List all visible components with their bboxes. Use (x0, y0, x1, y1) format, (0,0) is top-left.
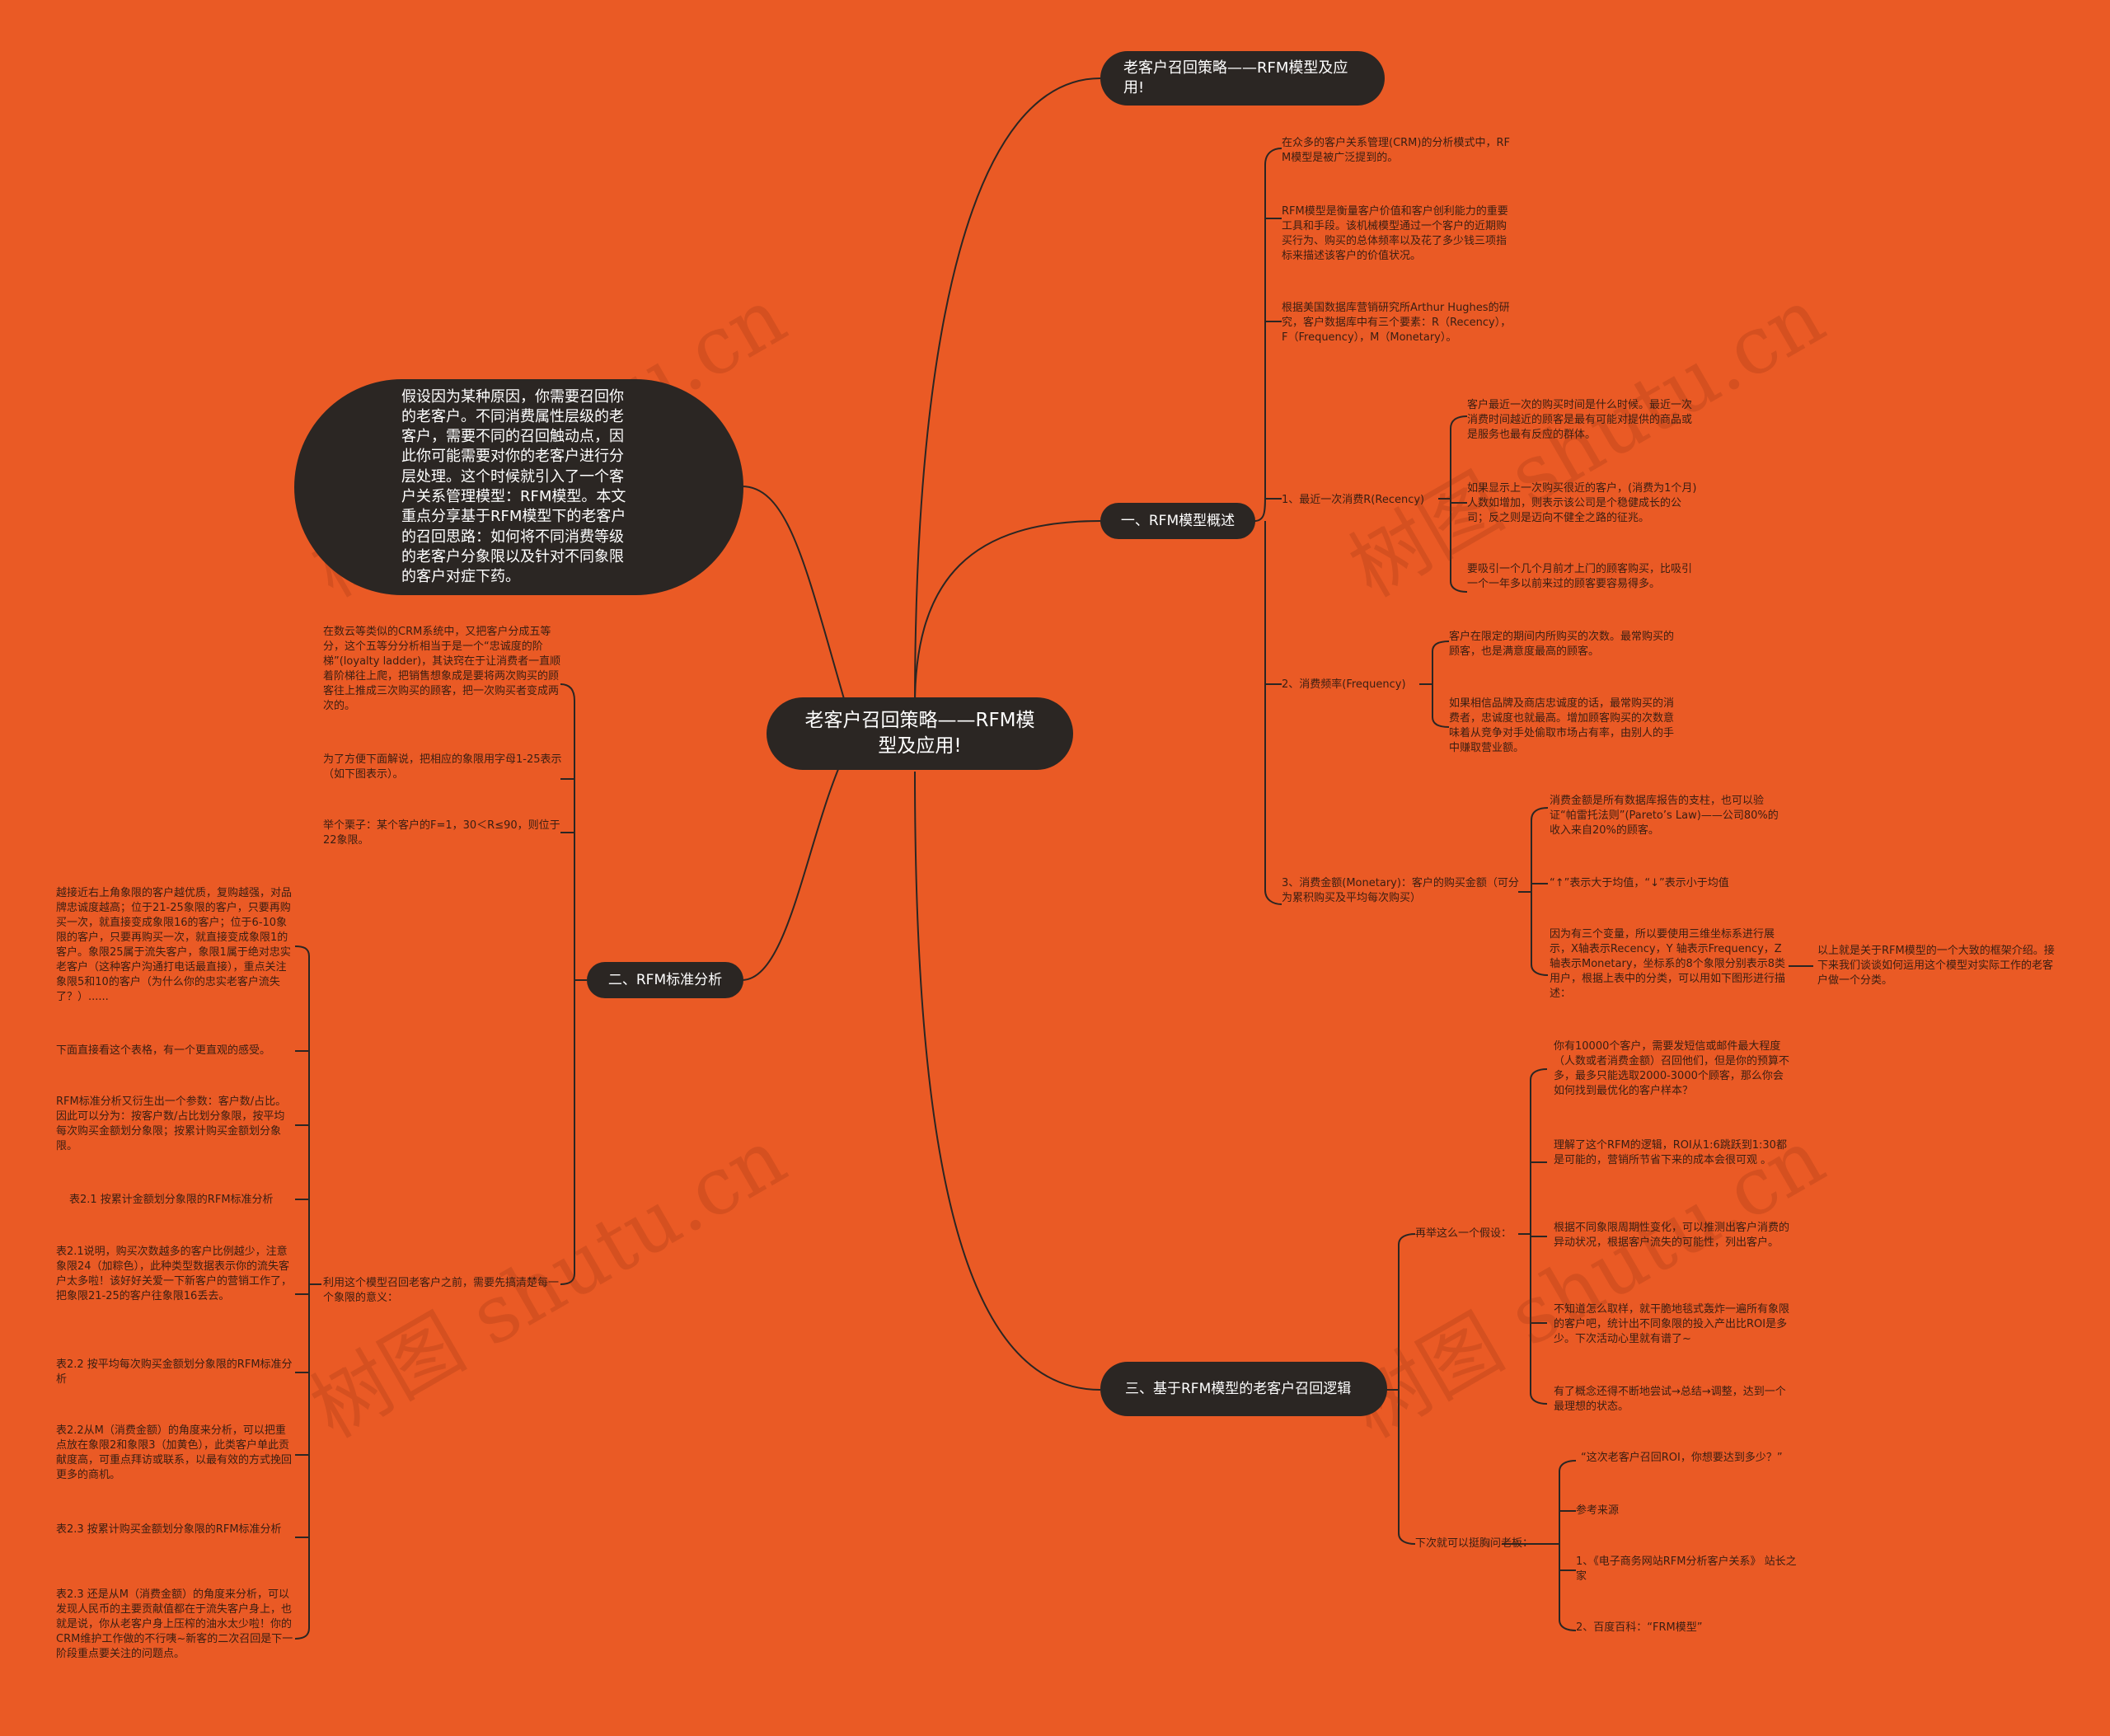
frequency-item: 如果相信品牌及商店忠诚度的话，最常购买的消费者，忠诚度也就最高。增加顾客购买的次… (1449, 697, 1675, 754)
ask-label: 下次就可以挺胸问老板： (1415, 1537, 1534, 1550)
ask-item: 参考来源 (1576, 1504, 1620, 1517)
edge-root-section3 (914, 771, 1101, 1391)
section1-item: RFM模型是衡量客户价值和客户创利能力的重要工具和手段。该机械模型通过一个客户的… (1282, 205, 1508, 262)
section2-sub-item: 下面直接看这个表格，有一个更直观的感受。 (56, 1044, 271, 1057)
intro-node[interactable]: 假设因为某种原因，你需要召回你的老客户。不同消费属性层级的老客户，需要不同的召回… (294, 379, 743, 595)
monetary-item: 因为有三个变量，所以要使用三维坐标系进行展示，X轴表示Recency，Y 轴表示… (1550, 928, 1786, 1000)
monetary-item: “↑”表示大于均值，“↓”表示小于均值 (1550, 877, 1729, 889)
monetary-item: 消费金额是所有数据库报告的支柱，也可以验证“帕雷托法则”(Pareto’s La… (1550, 795, 1779, 837)
ask-item: “这次老客户召回ROI，你想要达到多少？” (1581, 1452, 1783, 1464)
frequency-label: 2、消费频率(Frequency) (1282, 678, 1406, 691)
hypo-item: 你有10000个客户，需要发短信或邮件最大程度（人数或者消费金额）召回他们，但是… (1554, 1040, 1790, 1097)
section1-item: 根据美国数据库营销研究所Arthur Hughes的研究，客户数据库中有三个要素… (1282, 302, 1512, 344)
section2-sub-item: 表2.2 按平均每次购买金额划分象限的RFM标准分析 (56, 1358, 293, 1386)
edge-s1-bracket (1254, 148, 1282, 522)
hypo-item: 有了概念还得不断地尝试→总结→调整，达到一个最理想的状态。 (1554, 1386, 1786, 1413)
section2-sub-item: 表2.2从M（消费金额）的角度来分析，可以把重点放在象限2和象限3（加黄色），此… (56, 1424, 293, 1481)
root-title: 老客户召回策略——RFM模型及应用! (804, 709, 1035, 757)
hypo-item: 不知道怎么取样，就干脆地毯式轰炸一遍所有象限的客户吧，统计出不同象限的投入产出比… (1554, 1303, 1790, 1345)
recency-item: 要吸引一个几个月前才上门的顾客购买，比吸引一个一年多以前来过的顾客要容易得多。 (1467, 563, 1693, 590)
section1-node[interactable]: 一、RFM模型概述 (1100, 503, 1255, 539)
section2-sub-item: RFM标准分析又衍生出一个参数：客户数/占比。因此可以分为：按客户数/占比划分象… (56, 1096, 287, 1152)
recency-item: 客户最近一次的购买时间是什么时候。最近一次消费时间越近的顾客是最有可能对提供的商… (1467, 399, 1693, 441)
recency-label: 1、最近一次消费R(Recency) (1282, 494, 1425, 506)
hypo-item: 理解了这个RFM的逻辑，ROI从1:6跳跃到1:30都是可能的，营销所节省下来的… (1554, 1139, 1787, 1166)
ask-item: 2、百度百科：“FRM模型” (1576, 1621, 1703, 1634)
edge-root-section1 (914, 520, 1101, 706)
hypo-label: 再举这么一个假设： (1415, 1227, 1512, 1240)
ask-item: 1、《电子商务网站RFM分析客户关系》 站长之家 (1576, 1555, 1797, 1583)
top-node-title: 老客户召回策略——RFM模型及应用! (1123, 59, 1348, 96)
section2-sub-item: 表2.3 还是从M（消费金额）的角度来分析，可以发现人民币的主要贡献值都在于流失… (56, 1588, 293, 1660)
section2-node[interactable]: 二、RFM标准分析 (587, 962, 743, 998)
hypo-item: 根据不同象限周期性变化，可以推测出客户消费的异动状况，根据客户流失的可能性，列出… (1554, 1222, 1790, 1249)
section2-item: 为了方便下面解说，把相应的象限用字母1-25表示（如下图表示）。 (323, 753, 562, 781)
section2-item: 在数云等类似的CRM系统中，又把客户分成五等分，这个五等分分析相当于是一个“忠诚… (323, 626, 561, 712)
section2-title: 二、RFM标准分析 (607, 971, 723, 988)
section3-title: 三、基于RFM模型的老客户召回逻辑 (1125, 1380, 1352, 1397)
section1-title: 一、RFM模型概述 (1120, 512, 1236, 529)
monetary-extra: 以上就是关于RFM模型的一个大致的框架介绍。接下来我们谈谈如何运用这个模型对实际… (1817, 945, 2055, 987)
edge-root-top (914, 77, 1101, 706)
edge-root-section2 (741, 741, 851, 981)
section2-item: 举个栗子：某个客户的F=1，30＜R≤90，则位于22象限。 (323, 819, 560, 847)
monetary-label: 3、消费金额(Monetary)：客户的购买金额（可分为累积购买及平均每次购买） (1282, 877, 1519, 904)
root-node[interactable]: 老客户召回策略——RFM模型及应用! (767, 697, 1073, 770)
section2-sub-item: 表2.1说明，购买次数越多的客户比例越少，注意象限24（加粽色），此种类型数据表… (56, 1246, 293, 1302)
section1-item: 在众多的客户关系管理(CRM)的分析模式中，RFM模型是被广泛提到的。 (1282, 137, 1510, 164)
section2-sub-item: 表2.1 按累计金额划分象限的RFM标准分析 (69, 1194, 274, 1206)
section2-sub-item: 越接近右上角象限的客户越优质，复购越强，对品牌忠诚度越高；位于21-25象限的客… (56, 887, 293, 1003)
recency-item: 如果显示上一次购买很近的客户，(消费为1个月)人数如增加，则表示该公司是个稳健成… (1467, 482, 1697, 524)
section2-sub-label: 利用这个模型召回老客户之前，需要先搞清楚每一个象限的意义： (323, 1277, 560, 1304)
section2-sub-item: 表2.3 按累计购买金额划分象限的RFM标准分析 (56, 1523, 282, 1536)
section3-node[interactable]: 三、基于RFM模型的老客户召回逻辑 (1100, 1362, 1387, 1416)
top-node[interactable]: 老客户召回策略——RFM模型及应用! (1100, 51, 1385, 106)
frequency-item: 客户在限定的期间内所购买的次数。最常购买的顾客，也是满意度最高的顾客。 (1449, 631, 1675, 658)
edge-root-intro (741, 486, 851, 722)
intro-text: 假设因为某种原因，你需要召回你的老客户。不同消费属性层级的老客户，需要不同的召回… (401, 387, 626, 586)
